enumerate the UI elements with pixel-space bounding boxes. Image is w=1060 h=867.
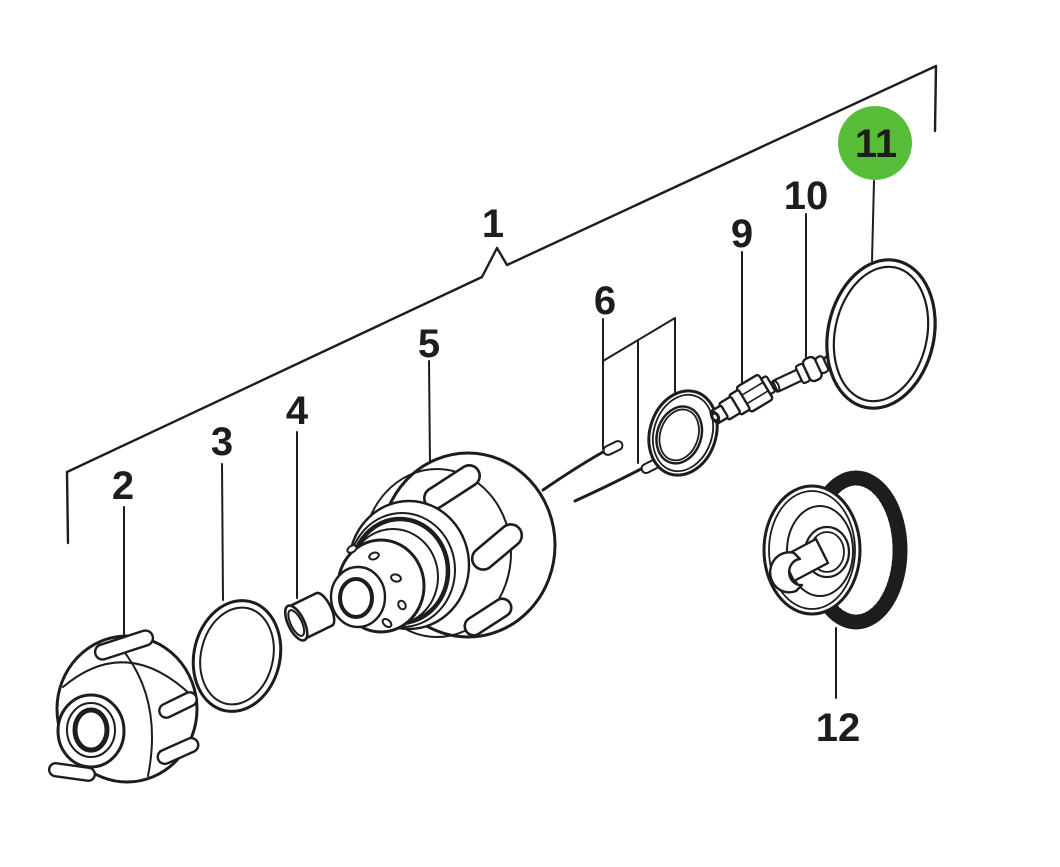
leader-5: [428, 360, 431, 466]
callout-4: 4: [286, 389, 309, 433]
cap-opening-bore: [72, 707, 110, 753]
o-ring-11-inner: [832, 265, 930, 403]
callout-3: 3: [211, 420, 233, 464]
callout-1: 1: [482, 202, 504, 246]
callout-5: 5: [418, 322, 440, 366]
leader-6-bracket: [602, 317, 676, 393]
nozzle-bore: [338, 577, 374, 619]
fitting-hex-facets: [740, 381, 769, 405]
face-hole: [368, 551, 380, 561]
o-ring-outer: [191, 599, 283, 713]
bushing-bore: [287, 609, 306, 637]
assembly-bracket-1: 1: [65, 64, 938, 545]
part-4-bushing: 4: [283, 389, 336, 642]
seal-ring: [647, 389, 719, 477]
cap-top-seam: [62, 661, 194, 698]
o-ring-inner: [199, 606, 275, 706]
needle-wire: [541, 450, 605, 492]
callout-11[interactable]: 11: [855, 122, 897, 166]
cap-groove: [156, 736, 200, 766]
face-hole: [346, 544, 358, 554]
bracket-line: [65, 64, 938, 545]
callout-12: 12: [816, 706, 861, 750]
part-3-o-ring: 3: [191, 420, 283, 713]
part-5-nozzle-body: 5: [329, 322, 557, 639]
leader-11: [871, 180, 875, 262]
cap-face-seam: [121, 648, 153, 777]
cap-groove: [158, 691, 198, 719]
needle-wire: [573, 467, 643, 503]
o-ring-11-outer: [825, 258, 937, 410]
callout-9: 9: [731, 212, 753, 256]
part-12-adjustment-knob: 12: [762, 470, 908, 750]
needle-tip: [602, 440, 624, 456]
callout-6: 6: [594, 279, 616, 323]
highlight-circle[interactable]: [838, 106, 912, 180]
highlight-marker-11[interactable]: 11: [838, 106, 912, 180]
seal-ring-outer: [647, 389, 719, 477]
callout-2: 2: [112, 464, 134, 508]
fitting-tip-hole: [713, 414, 717, 420]
leader-3: [221, 463, 224, 601]
part-2-retaining-cap: 2: [47, 464, 200, 784]
stem-tube-end: [770, 379, 781, 393]
body-slot: [470, 523, 524, 571]
face-hole: [397, 599, 407, 611]
bushing-face: [283, 604, 309, 642]
seal-ring-rim: [652, 393, 714, 473]
face-hole: [381, 617, 393, 629]
cap-opening-mid: [66, 702, 116, 758]
cap-groove: [93, 629, 155, 661]
part-10-valve-stem: 10: [770, 174, 835, 393]
seal-ring-bore-inner: [658, 408, 700, 462]
face-hole: [390, 573, 402, 583]
knob-disc-rim: [768, 490, 856, 610]
seal-ring-bore: [655, 405, 704, 465]
callout-10: 10: [784, 174, 829, 218]
knob-inner-ring: [786, 505, 854, 597]
knob-shaft-claw: [768, 551, 804, 594]
part-11-o-ring: 11: [825, 106, 937, 410]
body-slot: [463, 597, 513, 637]
part-9-fitting: 9: [709, 212, 776, 425]
part-6-needle-kit: 6: [541, 279, 719, 503]
